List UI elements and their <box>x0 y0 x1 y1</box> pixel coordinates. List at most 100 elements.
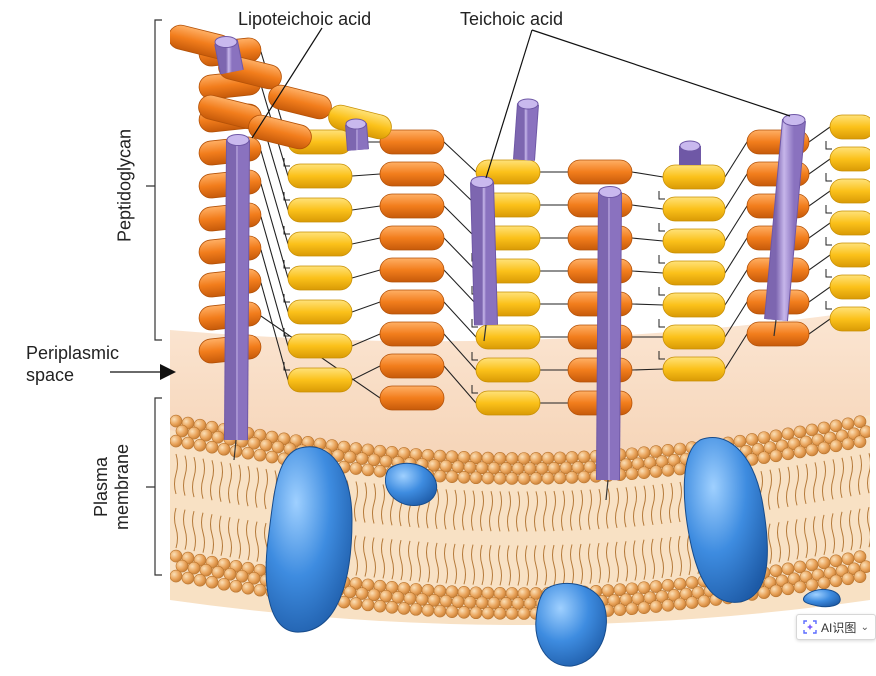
plasma-label-line2: membrane <box>112 443 132 531</box>
peptidoglycan-subunit-yellow <box>662 260 726 286</box>
lipid-tail <box>642 539 646 580</box>
teichoic-acid-rod <box>345 118 369 151</box>
lipid-tail <box>174 507 178 549</box>
lipid-tail <box>552 544 556 586</box>
lipid-tail <box>444 489 448 530</box>
lipid-tail <box>444 543 448 584</box>
lipid-head <box>241 581 255 595</box>
lipoteichoic-acid-label: Lipoteichoic acid <box>238 9 372 29</box>
lipid-head <box>817 441 831 455</box>
peptidoglycan-subunit-orange <box>268 84 332 120</box>
lipid-tail <box>354 481 358 522</box>
lipid-head <box>685 596 699 609</box>
lipid-head <box>793 425 807 439</box>
peptidoglycan-subunit-yellow <box>287 197 353 223</box>
plasma-membrane-bracket <box>146 397 162 576</box>
lipid-tail <box>237 518 241 559</box>
lipid-head <box>859 425 870 439</box>
peptide-crosslink <box>658 191 665 200</box>
lipid-head <box>649 600 663 613</box>
lipid-head <box>433 604 447 618</box>
lipid-head <box>457 470 471 484</box>
lipid-tail <box>795 465 799 506</box>
lipid-tail <box>498 545 502 586</box>
teichoic-rods <box>214 36 806 501</box>
lipid-tail <box>453 543 457 585</box>
lipid-head <box>373 464 387 478</box>
lipid-tail <box>264 468 268 510</box>
lipid-tail <box>822 514 826 556</box>
peptidoglycan-subunit-orange <box>379 161 445 187</box>
peptidoglycan-subunit-orange <box>248 114 312 150</box>
lipid-head <box>445 470 459 484</box>
lipid-tail <box>543 545 547 586</box>
lipid-head <box>829 554 843 568</box>
periplasmic-arrowhead <box>160 364 176 380</box>
lipid-tail <box>660 483 664 525</box>
lipid-head <box>859 560 870 574</box>
peptidoglycan-subunit-orange <box>379 129 445 155</box>
teichoic-acid-rod <box>224 134 250 461</box>
peptidoglycan-subunit-yellow <box>829 306 870 332</box>
membrane-protein-corner <box>803 589 841 608</box>
lipid-head <box>229 579 243 593</box>
membrane-protein-right <box>683 437 768 603</box>
peptidoglycan-subunit-yellow <box>287 163 353 189</box>
lipid-head <box>193 573 207 587</box>
lipid-tail <box>849 456 853 497</box>
lipid-head <box>445 605 459 619</box>
lipid-tail <box>516 491 520 532</box>
lipid-tail <box>453 489 457 531</box>
lipid-head <box>235 569 249 583</box>
lipid-tail <box>255 521 259 562</box>
peptidoglycan-subunit-yellow <box>829 274 870 300</box>
lipid-head <box>553 471 567 485</box>
lipid-head <box>625 467 639 481</box>
lipid-tail <box>831 459 835 500</box>
lipid-head <box>505 607 519 620</box>
peptide-crosslink <box>658 255 665 264</box>
lipid-tail <box>372 537 376 578</box>
peptide-crosslink <box>471 319 478 328</box>
teichoic-acid-rod <box>214 36 244 75</box>
peptide-crosslink <box>471 352 478 361</box>
lipid-tail <box>471 490 475 531</box>
lipid-tail <box>624 487 628 528</box>
lipid-head <box>505 472 519 485</box>
lipid-head <box>805 558 819 572</box>
peptidoglycan-subunit-orange <box>379 321 445 347</box>
periplasmic-space-label: Periplasmic space <box>26 342 119 386</box>
lipid-tail <box>669 482 673 524</box>
lipid-tail <box>552 490 556 532</box>
lipid-tail <box>399 539 403 581</box>
lipid-tail <box>588 543 592 584</box>
teichoic-acid-rod <box>679 140 701 165</box>
lipid-head <box>853 415 867 429</box>
lipid-tail <box>867 453 870 494</box>
lipid-head <box>649 465 663 478</box>
peptide-crosslink <box>825 173 832 182</box>
membrane-protein-bottom <box>535 582 607 667</box>
peptidoglycan-bracket <box>146 19 162 341</box>
lipid-tail <box>534 491 538 532</box>
lipid-tail <box>372 483 376 524</box>
lipid-head <box>493 607 507 620</box>
peptide-crosslink <box>825 205 832 214</box>
lipid-tail <box>624 541 628 582</box>
lipid-head <box>853 435 867 449</box>
lipid-tail <box>822 460 826 502</box>
lipid-tail <box>201 458 205 499</box>
lipid-tail <box>354 535 358 576</box>
peptidoglycan-subunit-yellow <box>829 114 870 140</box>
lipid-head <box>170 434 183 448</box>
ai-recognize-button[interactable]: AI识图 ⌄ <box>796 614 876 640</box>
peptide-crosslink <box>658 223 665 232</box>
lipid-tail <box>237 464 241 505</box>
lipid-tail <box>210 460 214 501</box>
lipid-head <box>205 575 219 589</box>
lipid-head <box>781 427 795 441</box>
lipid-head <box>199 563 213 577</box>
lipid-tail <box>219 515 223 556</box>
lipid-tail <box>633 540 637 581</box>
lipid-head <box>661 464 675 477</box>
